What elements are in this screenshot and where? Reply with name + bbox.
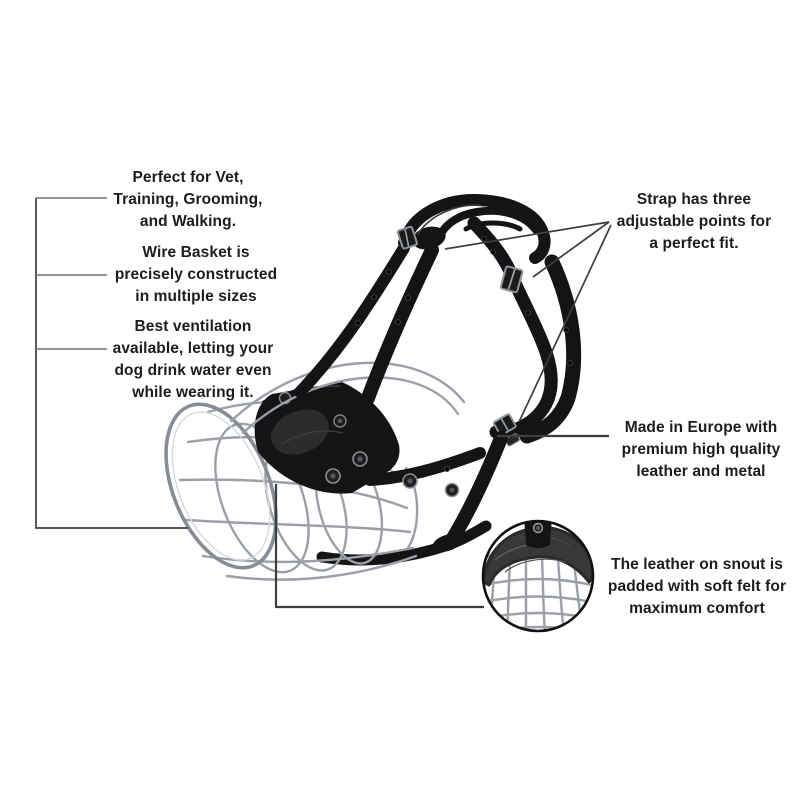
left-bracket-line xyxy=(35,198,188,529)
callout-connectors xyxy=(35,197,612,609)
note-uses: Perfect for Vet, Training, Grooming, and… xyxy=(113,169,263,230)
buckle-icon xyxy=(492,413,517,436)
felt-closeup-inset xyxy=(481,519,595,633)
note-ventilation: Best ventilation available, letting your… xyxy=(112,318,274,401)
strap-line-3 xyxy=(518,224,612,423)
buckle-icon xyxy=(499,265,524,294)
magnifier-circle-icon xyxy=(481,519,595,633)
side-straps xyxy=(364,254,582,550)
note-adjustable-straps: Strap has three adjustable points for a … xyxy=(616,191,772,252)
head-strap-assembly xyxy=(294,193,553,405)
leather-nose-saddle xyxy=(254,382,400,494)
brace-wires xyxy=(229,361,466,435)
buckle-icon xyxy=(396,225,418,250)
note-wire-basket: Wire Basket is precisely constructed in … xyxy=(114,244,278,305)
note-made-in-europe: Made in Europe with premium high quality… xyxy=(621,419,781,480)
strap-line-1 xyxy=(444,221,610,250)
snout-inset-line xyxy=(274,484,484,609)
rivet-icon xyxy=(325,414,368,484)
strap-line-2 xyxy=(532,221,610,278)
note-felt-padding: The leather on snout is padded with soft… xyxy=(607,556,787,617)
